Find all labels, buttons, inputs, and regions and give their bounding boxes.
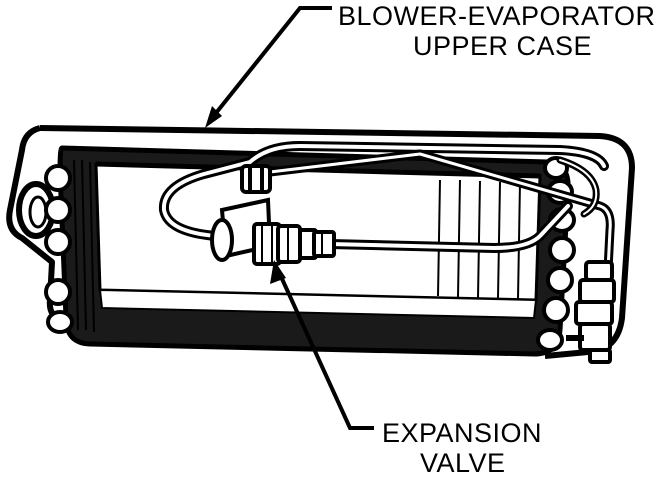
upper-case-label-line2: UPPER CASE [413, 31, 593, 61]
outlet-fittings [566, 260, 616, 364]
expansion-valve-leader [270, 260, 374, 430]
expansion-valve-callout-label: EXPANSION VALVE [382, 418, 542, 478]
expansion-valve [210, 164, 336, 266]
left-return-bends [44, 164, 74, 334]
expansion-valve-label-line2: VALVE [420, 448, 506, 478]
upper-case-label-line1: BLOWER-EVAPORATOR [338, 1, 656, 31]
refrigerant-tubes [158, 141, 615, 275]
upper-case-callout-label: BLOWER-EVAPORATOR UPPER CASE [338, 1, 656, 61]
upper-case-leader [205, 6, 332, 128]
expansion-valve-label-line1: EXPANSION [382, 418, 543, 448]
evaporator-core [57, 145, 571, 357]
